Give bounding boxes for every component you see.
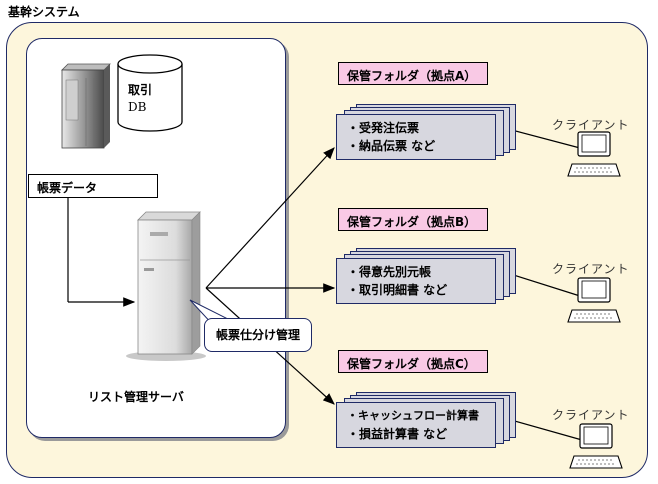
folder-stack-c: ・キャッシュフロー計算書 ・損益計算書 など [336, 392, 516, 450]
sorting-callout: 帳票仕分け管理 [204, 318, 312, 352]
folder-contents-c: ・キャッシュフロー計算書 ・損益計算書 など [336, 402, 496, 448]
ledger-data-box: 帳票データ [28, 174, 158, 198]
db-label-line1: 取引 [128, 83, 153, 97]
client-computer-icon [569, 423, 623, 469]
folder-contents-a: ・受発注伝票 ・納品伝票 など [336, 114, 496, 160]
folder-item: ・納品伝票 など [347, 139, 436, 153]
folder-item: ・損益計算書 など [347, 427, 448, 441]
mainframe-icon [61, 63, 111, 149]
folder-item: ・得意先別元帳 [347, 265, 432, 279]
database-icon [117, 54, 183, 132]
folder-contents-b: ・得意先別元帳 ・取引明細書 など [336, 258, 496, 304]
folder-stack-a: ・受発注伝票 ・納品伝票 など [336, 104, 516, 162]
server-tower-icon [126, 211, 206, 361]
client-label-b: クライアント [552, 262, 630, 276]
folder-item: ・キャッシュフロー計算書 [347, 409, 479, 422]
folder-stack-b: ・得意先別元帳 ・取引明細書 など [336, 248, 516, 306]
folder-item: ・受発注伝票 [347, 121, 420, 135]
folder-title-a: 保管フォルダ（拠点A） [338, 62, 488, 85]
client-label-c: クライアント [552, 408, 630, 422]
folder-item: ・取引明細書 など [347, 283, 448, 297]
server-label: リスト管理サーバ [88, 390, 184, 404]
db-label-line2: DB [128, 100, 147, 114]
folder-title-c: 保管フォルダ（拠点C） [338, 350, 488, 373]
client-computer-icon [567, 277, 621, 323]
db-label: 取引 DB [128, 82, 152, 116]
client-computer-icon [567, 131, 621, 177]
client-label-a: クライアント [552, 118, 630, 132]
folder-title-b: 保管フォルダ（拠点B） [338, 208, 488, 231]
system-title: 基幹システム [8, 5, 80, 19]
